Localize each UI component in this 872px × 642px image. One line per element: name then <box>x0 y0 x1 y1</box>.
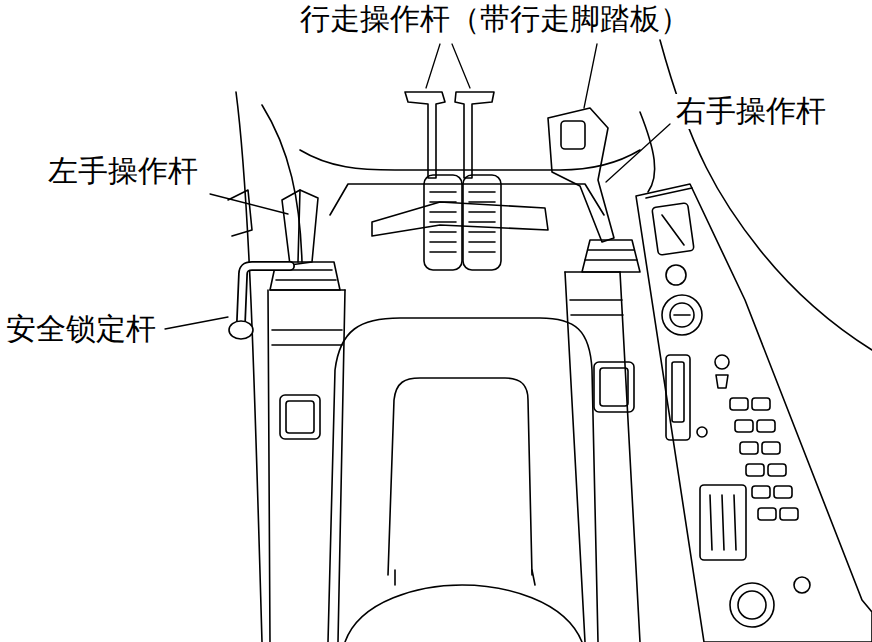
control-panel <box>768 464 786 476</box>
cab-frame <box>228 40 872 642</box>
left-joystick <box>276 270 336 280</box>
cab-frame <box>236 92 262 642</box>
control-panel <box>735 420 753 432</box>
travel-levers <box>405 92 445 178</box>
cab-frame <box>300 150 640 170</box>
left-joystick <box>298 190 300 262</box>
left-joystick <box>282 190 318 265</box>
right-joystick <box>561 121 585 149</box>
cab-frame <box>640 112 655 192</box>
travel-pedals <box>424 175 462 270</box>
leader-lines <box>606 124 670 182</box>
left-console <box>280 395 320 439</box>
travel-levers <box>405 92 494 178</box>
left-console <box>268 290 345 642</box>
control-panel <box>666 355 690 440</box>
safety-lock-lever <box>229 266 290 339</box>
leader-lines <box>426 44 440 88</box>
control-panel <box>757 420 775 432</box>
control-panel <box>697 427 707 437</box>
travel-pedals <box>463 175 501 270</box>
right-joystick <box>548 108 614 242</box>
control-panel <box>738 591 766 619</box>
safety-lock-lever <box>241 266 290 322</box>
cab-frame <box>330 184 604 215</box>
part-label: 右手操作杆 <box>674 94 828 129</box>
control-panel <box>672 362 684 422</box>
control-panel <box>758 508 776 520</box>
travel-pedals <box>430 192 456 252</box>
seat <box>388 378 532 575</box>
seat <box>328 318 598 642</box>
left-console <box>268 290 345 642</box>
control-panel <box>740 442 758 454</box>
control-panel <box>716 375 728 388</box>
left-console <box>272 330 342 345</box>
right-console <box>594 362 634 412</box>
control-panel <box>670 303 694 327</box>
control-panel <box>774 486 792 498</box>
control-panel <box>646 188 692 198</box>
control-panel <box>794 577 810 593</box>
leader-lines <box>165 44 670 329</box>
right-joystick <box>548 108 640 272</box>
seat <box>345 585 582 642</box>
control-panel <box>700 485 746 560</box>
leader-lines <box>452 44 470 88</box>
right-joystick <box>585 250 637 260</box>
right-console <box>565 272 640 642</box>
cab-frame <box>228 190 252 236</box>
travel-levers <box>455 92 494 178</box>
part-label: 左手操作杆 <box>46 154 200 189</box>
travel-pedals <box>469 192 495 252</box>
seat <box>395 570 535 585</box>
control-panel <box>715 355 729 369</box>
control-panel <box>666 265 686 285</box>
control-panel <box>780 508 798 520</box>
travel-pedals <box>372 202 548 236</box>
control-panel <box>636 184 872 642</box>
control-panel <box>710 495 736 550</box>
control-panel <box>662 295 702 335</box>
cab-frame <box>660 40 872 350</box>
left-console <box>286 401 314 433</box>
control-panel <box>730 398 748 410</box>
control-panel <box>746 464 764 476</box>
part-label: 行走操作杆（带行走脚踏板） <box>298 2 692 37</box>
cab-frame <box>262 105 302 262</box>
control-panel <box>636 184 872 642</box>
control-panel <box>652 203 694 256</box>
safety-lock-lever <box>229 321 253 339</box>
leader-lines <box>210 194 288 214</box>
control-panel <box>752 398 770 410</box>
left-joystick <box>270 190 340 290</box>
right-console <box>570 300 623 315</box>
leader-lines <box>165 317 228 329</box>
travel-pedals <box>372 175 548 270</box>
part-label: 安全锁定杆 <box>4 312 158 347</box>
right-console <box>565 272 640 642</box>
right-joystick <box>582 240 640 272</box>
control-panel <box>752 486 770 498</box>
control-panel <box>762 442 780 454</box>
right-console <box>600 368 628 406</box>
control-panel <box>730 583 774 627</box>
seat <box>328 318 598 642</box>
control-panel <box>674 314 690 316</box>
leader-lines <box>584 44 597 108</box>
control-panel <box>662 215 684 245</box>
safety-lock-lever <box>241 266 290 322</box>
